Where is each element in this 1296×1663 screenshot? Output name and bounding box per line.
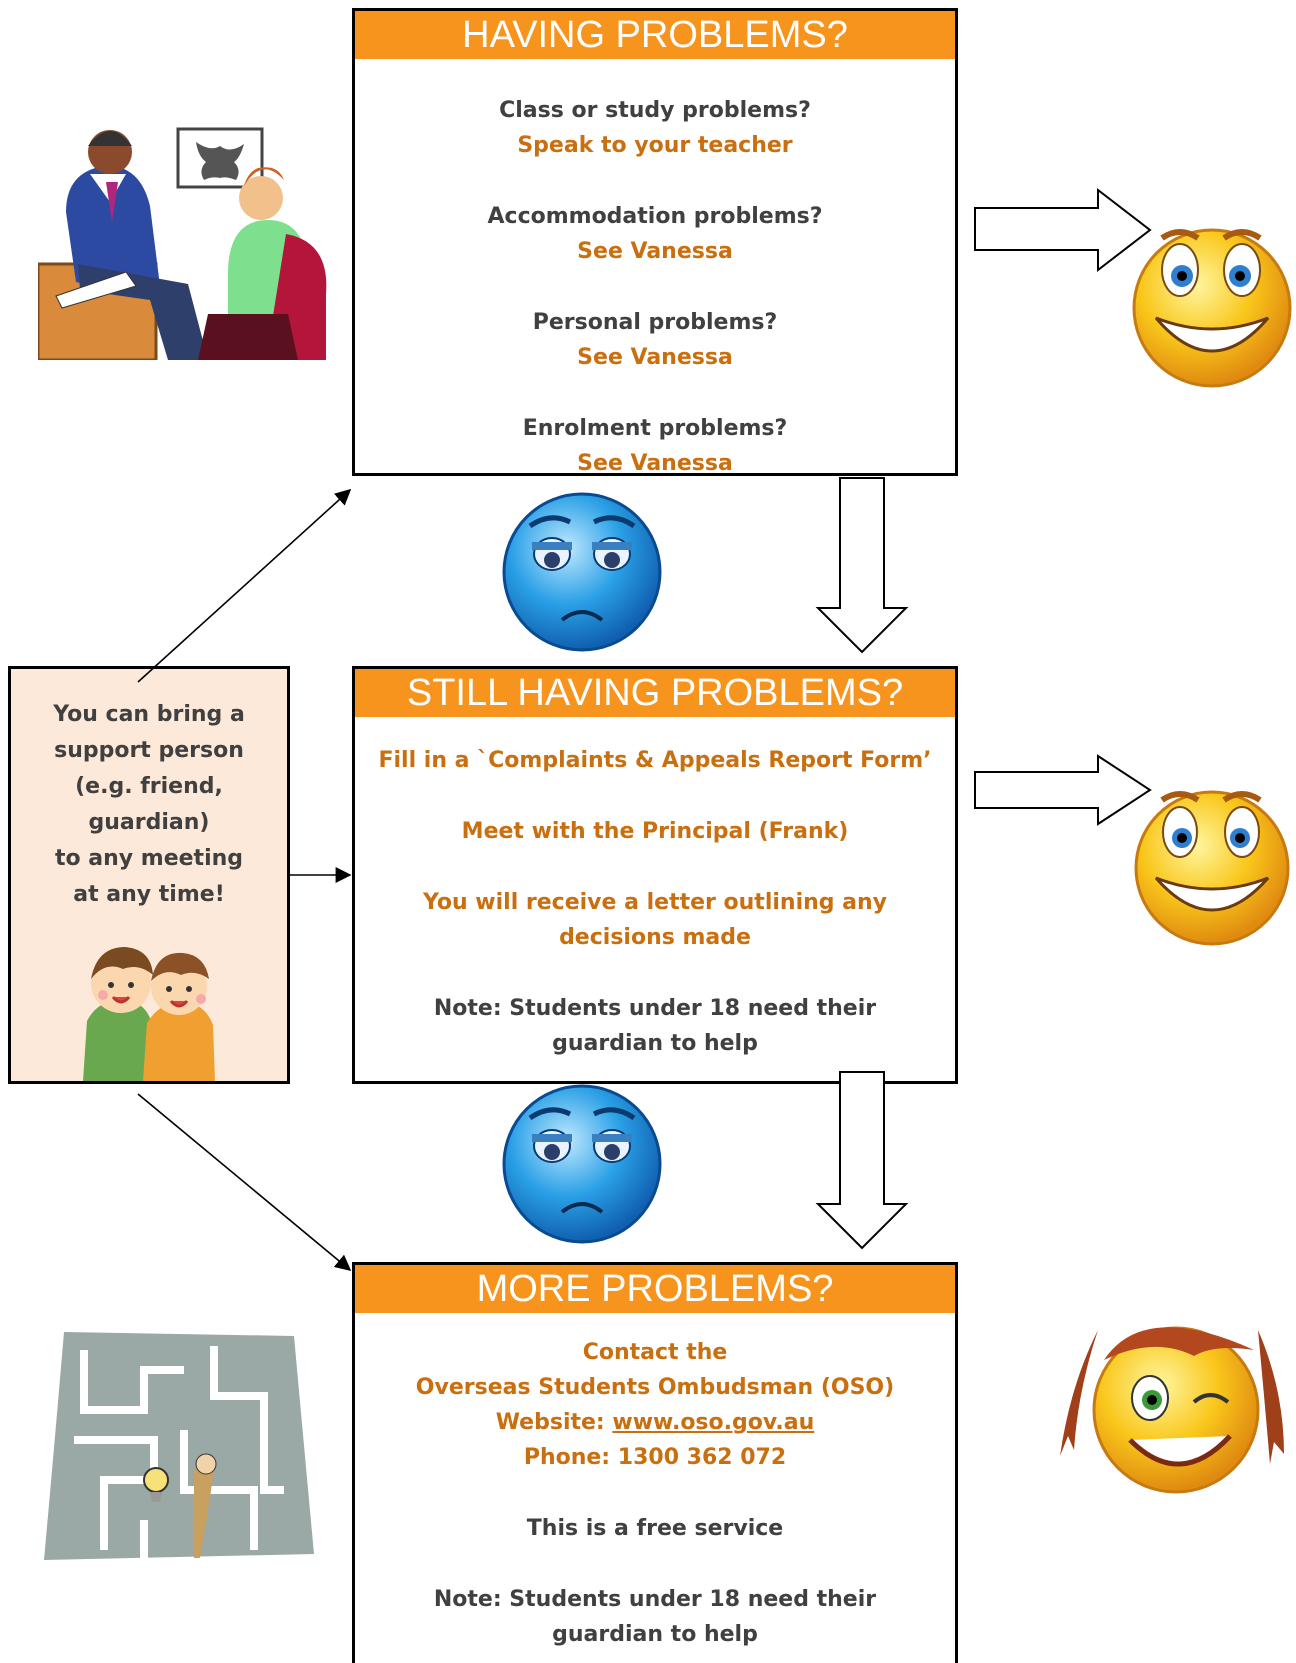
support-line: support person xyxy=(54,738,244,763)
guardian-note-2: Note: Students under 18 need their guard… xyxy=(433,1587,877,1647)
having-problems-box: HAVING PROBLEMS? Class or study problems… xyxy=(352,8,958,476)
counselling-clipart xyxy=(38,127,327,360)
contact-line: Contact the xyxy=(582,1340,728,1365)
wink-face-icon xyxy=(1060,1326,1284,1494)
support-line: guardian) xyxy=(88,810,210,835)
sad-face-icon xyxy=(502,492,662,652)
meet-principal-step: Meet with the Principal (Frank) xyxy=(461,819,849,844)
arrow-to-box3 xyxy=(137,1093,352,1272)
more-problems-box: MORE PROBLEMS? Contact the Overseas Stud… xyxy=(352,1262,958,1663)
hollow-right-arrow-1 xyxy=(974,187,1152,273)
personal-problems-answer: See Vanessa xyxy=(577,345,733,370)
support-line: (e.g. friend, xyxy=(75,774,223,799)
sad-face-icon xyxy=(502,1084,662,1244)
maze-clipart xyxy=(44,1332,314,1560)
oso-website-link[interactable]: www.oso.gov.au xyxy=(612,1410,815,1435)
still-having-problems-heading: STILL HAVING PROBLEMS? xyxy=(355,669,955,717)
complaints-form-step: Fill in a `Complaints & Appeals Report F… xyxy=(378,748,932,773)
having-problems-heading: HAVING PROBLEMS? xyxy=(355,11,955,59)
still-having-problems-box: STILL HAVING PROBLEMS? Fill in a `Compla… xyxy=(352,666,958,1084)
decision-letter-step: You will receive a letter outlining any … xyxy=(422,890,888,950)
support-line: to any meeting xyxy=(54,846,244,871)
hollow-right-arrow-2 xyxy=(974,754,1152,826)
friends-clipart xyxy=(83,947,215,1081)
ombudsman-name: Overseas Students Ombudsman (OSO) xyxy=(415,1375,895,1400)
hollow-down-arrow-1 xyxy=(815,477,909,654)
hollow-down-arrow-2 xyxy=(815,1071,909,1250)
arrow-to-box1 xyxy=(137,488,352,683)
enrolment-problems-question: Enrolment problems? xyxy=(522,416,788,441)
more-problems-heading: MORE PROBLEMS? xyxy=(355,1265,955,1313)
free-service-text: This is a free service xyxy=(526,1516,784,1541)
study-problems-question: Class or study problems? xyxy=(499,98,811,123)
personal-problems-question: Personal problems? xyxy=(532,310,778,335)
happy-face-icon xyxy=(1134,790,1290,946)
happy-face-icon xyxy=(1132,228,1292,388)
enrolment-problems-answer: See Vanessa xyxy=(577,451,733,476)
support-line: You can bring a xyxy=(53,702,245,727)
accommodation-problems-question: Accommodation problems? xyxy=(487,204,823,229)
support-person-text: You can bring a support person (e.g. fri… xyxy=(11,669,287,913)
support-person-box: You can bring a support person (e.g. fri… xyxy=(8,666,290,1084)
website-label: Website: xyxy=(495,1410,613,1435)
support-line: at any time! xyxy=(73,882,225,907)
phone-line: Phone: 1300 362 072 xyxy=(523,1445,787,1470)
guardian-note: Note: Students under 18 need their guard… xyxy=(433,996,877,1056)
study-problems-answer: Speak to your teacher xyxy=(517,133,793,158)
accommodation-problems-answer: See Vanessa xyxy=(577,239,733,264)
website-line: Website: www.oso.gov.au xyxy=(355,1405,955,1440)
